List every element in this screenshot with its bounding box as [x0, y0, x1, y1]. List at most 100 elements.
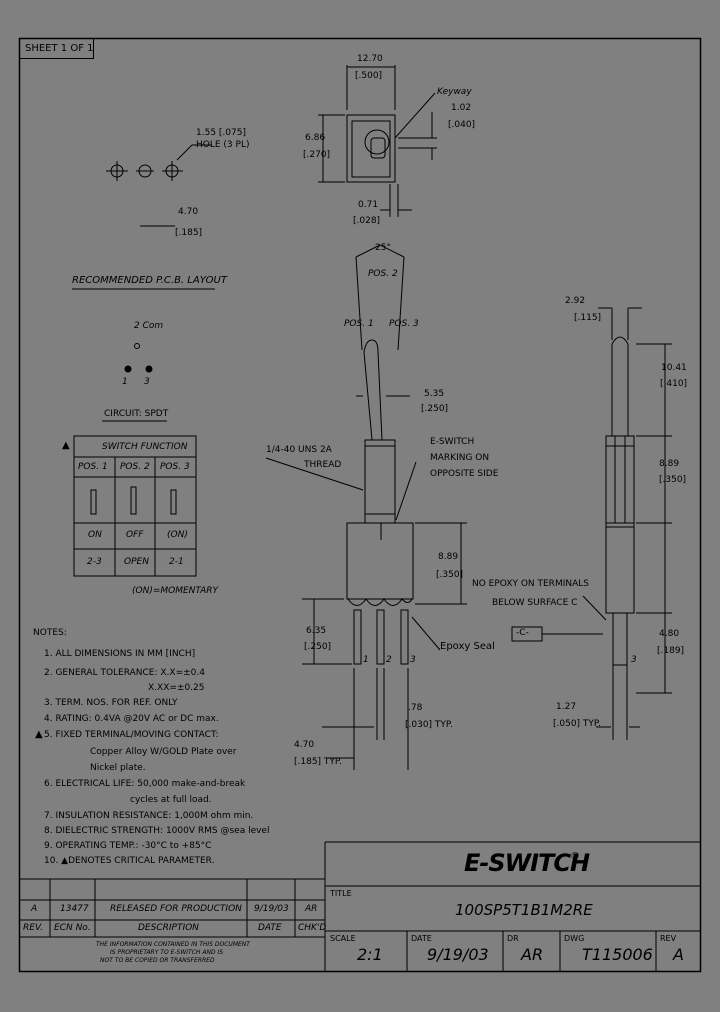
body-height-inch: [.350] [436, 570, 464, 580]
lever-diameter: 5.35 [424, 389, 445, 399]
note-2-cont: X.XX=±0.25 [148, 683, 205, 693]
lever-height-inch: [.410] [660, 379, 688, 389]
note-2: 2. GENERAL TOLERANCE: X.X=±0.4 [44, 668, 205, 678]
top-view-width: 12.70 [357, 54, 383, 64]
col-pos2: POS. 2 [120, 462, 150, 472]
top-view-offset: 0.71 [358, 200, 379, 210]
terminal-pitch-inch: [.185] TYP. [294, 757, 342, 767]
drawing-number: T115006 [582, 945, 653, 964]
rev-row-ecn: 13477 [60, 904, 89, 914]
revision-value: A [673, 945, 684, 964]
epoxy-seal-label: Epoxy Seal [440, 641, 495, 652]
title-label: TITLE [330, 889, 352, 898]
front-terminal-2: 2 [386, 655, 392, 665]
bushing-height: 8.89 [659, 459, 680, 469]
top-view-height-inch: [.270] [303, 150, 331, 160]
body-height: 8.89 [438, 552, 459, 562]
date-value: 9/19/03 [427, 945, 489, 964]
confidential-line-2: IS PROPRIETARY TO E-SWITCH AND IS [110, 949, 224, 956]
com-terminal-label: 2 Com [134, 321, 164, 331]
lever-tip-diameter: 2.92 [565, 296, 586, 306]
drawn-by-label: DR [507, 934, 519, 943]
side-terminal-width-inch: [.050] TYP. [553, 719, 601, 729]
terminal-length-inch: [.250] [304, 642, 332, 652]
terminal-height-inch: [.189] [657, 646, 685, 656]
side-terminal-3: 3 [631, 655, 637, 665]
note-1: 1. ALL DIMENSIONS IN MM [INCH] [44, 649, 196, 659]
keyway-dimension-inch: [.040] [448, 120, 476, 130]
momentary-footnote: (ON)=MOMENTARY [132, 586, 218, 596]
note-6: 6. ELECTRICAL LIFE: 50,000 make-and-brea… [44, 779, 246, 789]
rev-header-date: DATE [258, 923, 282, 933]
col-pos1: POS. 1 [78, 462, 108, 472]
keyway-dimension: 1.02 [451, 103, 472, 113]
sheet-label: SHEET 1 OF 1 [25, 43, 94, 54]
state-pos2: OFF [126, 530, 144, 540]
circuit-label: CIRCUIT: SPDT [104, 409, 169, 419]
rev-header-description: DESCRIPTION [138, 923, 199, 933]
critical-mark: ▲ [62, 440, 70, 451]
terminal-pitch: 4.70 [294, 740, 315, 750]
note-5: 5. FIXED TERMINAL/MOVING CONTACT: [44, 730, 219, 740]
e-switch-logo: E-SWITCH [464, 849, 590, 877]
pos1-label: POS. 1 [344, 319, 374, 329]
terminal-3-label: 3 [144, 377, 150, 387]
terminal-height: 4.80 [659, 629, 680, 639]
top-view-width-inch: [.500] [355, 71, 383, 81]
notes-title: NOTES: [33, 628, 67, 638]
note-8: 8. DIELECTRIC STRENGTH: 1000V RMS @sea l… [44, 826, 270, 836]
part-number: 100SP5T1B1M2RE [455, 901, 593, 919]
date-label: DATE [411, 934, 432, 943]
switch-function-title: SWITCH FUNCTION [102, 442, 188, 452]
confidential-line-1: THE INFORMATION CONTAINED IN THIS DOCUME… [96, 941, 250, 948]
drawn-by-value: AR [521, 945, 544, 964]
note-5-critical-mark: ▲ [35, 729, 43, 740]
confidential-line-3: NOT TO BE COPIED OR TRANSFERRED [100, 957, 215, 964]
thread-spec: 1/4-40 UNS 2A [266, 445, 332, 455]
lever-height: 10.41 [661, 363, 687, 373]
pcb-spacing: 4.70 [178, 207, 199, 217]
rev-row-rev: A [31, 904, 38, 914]
rev-header-chkd: CHK'D [298, 923, 327, 933]
connection-pos3: 2-1 [169, 557, 184, 567]
bushing-height-inch: [.350] [659, 475, 687, 485]
thread-label: THREAD [304, 460, 342, 470]
hole-dimension: 1.55 [.075] [196, 128, 246, 138]
terminal-length: 6.35 [306, 626, 327, 636]
connection-pos2: OPEN [124, 557, 149, 567]
state-pos3: (ON) [167, 530, 188, 540]
hole-note: HOLE (3 PL) [196, 140, 250, 150]
throw-angle: 25° [375, 243, 391, 253]
terminal-width-inch: [.030] TYP. [405, 720, 453, 730]
keyway-label: Keyway [437, 87, 472, 97]
note-7: 7. INSULATION RESISTANCE: 1,000M ohm min… [44, 811, 254, 821]
rev-row-date: 9/19/03 [254, 904, 289, 914]
note-6-cont: cycles at full load. [130, 795, 212, 805]
drawing-number-label: DWG [564, 934, 585, 943]
front-terminal-3: 3 [410, 655, 416, 665]
pos3-label: POS. 3 [389, 319, 419, 329]
registered-mark: ® [570, 851, 580, 862]
note-4: 4. RATING: 0.4VA @20V AC or DC max. [44, 714, 219, 724]
state-pos1: ON [88, 530, 102, 540]
pos2-label: POS. 2 [368, 269, 398, 279]
marking-line-3: OPPOSITE SIDE [430, 469, 499, 479]
rev-header-rev: REV. [23, 923, 43, 933]
col-pos3: POS. 3 [160, 462, 190, 472]
lever-tip-diameter-inch: [.115] [574, 313, 602, 323]
note-3: 3. TERM. NOS. FOR REF. ONLY [44, 698, 178, 708]
note-10: 10. ▲DENOTES CRITICAL PARAMETER. [44, 856, 215, 866]
marking-line-2: MARKING ON [430, 453, 490, 463]
front-terminal-1: 1 [363, 655, 369, 665]
note-5-cont-2: Nickel plate. [90, 763, 146, 773]
scale-label: SCALE [330, 934, 356, 943]
connection-pos1: 2-3 [87, 557, 102, 567]
top-view-height: 6.86 [305, 133, 326, 143]
datum-c: -C- [516, 628, 529, 638]
note-9: 9. OPERATING TEMP.: -30°C to +85°C [44, 841, 212, 851]
pcb-layout-title: RECOMMENDED P.C.B. LAYOUT [72, 275, 227, 286]
top-view-offset-inch: [.028] [353, 216, 381, 226]
pcb-spacing-inch: [.185] [175, 228, 203, 238]
